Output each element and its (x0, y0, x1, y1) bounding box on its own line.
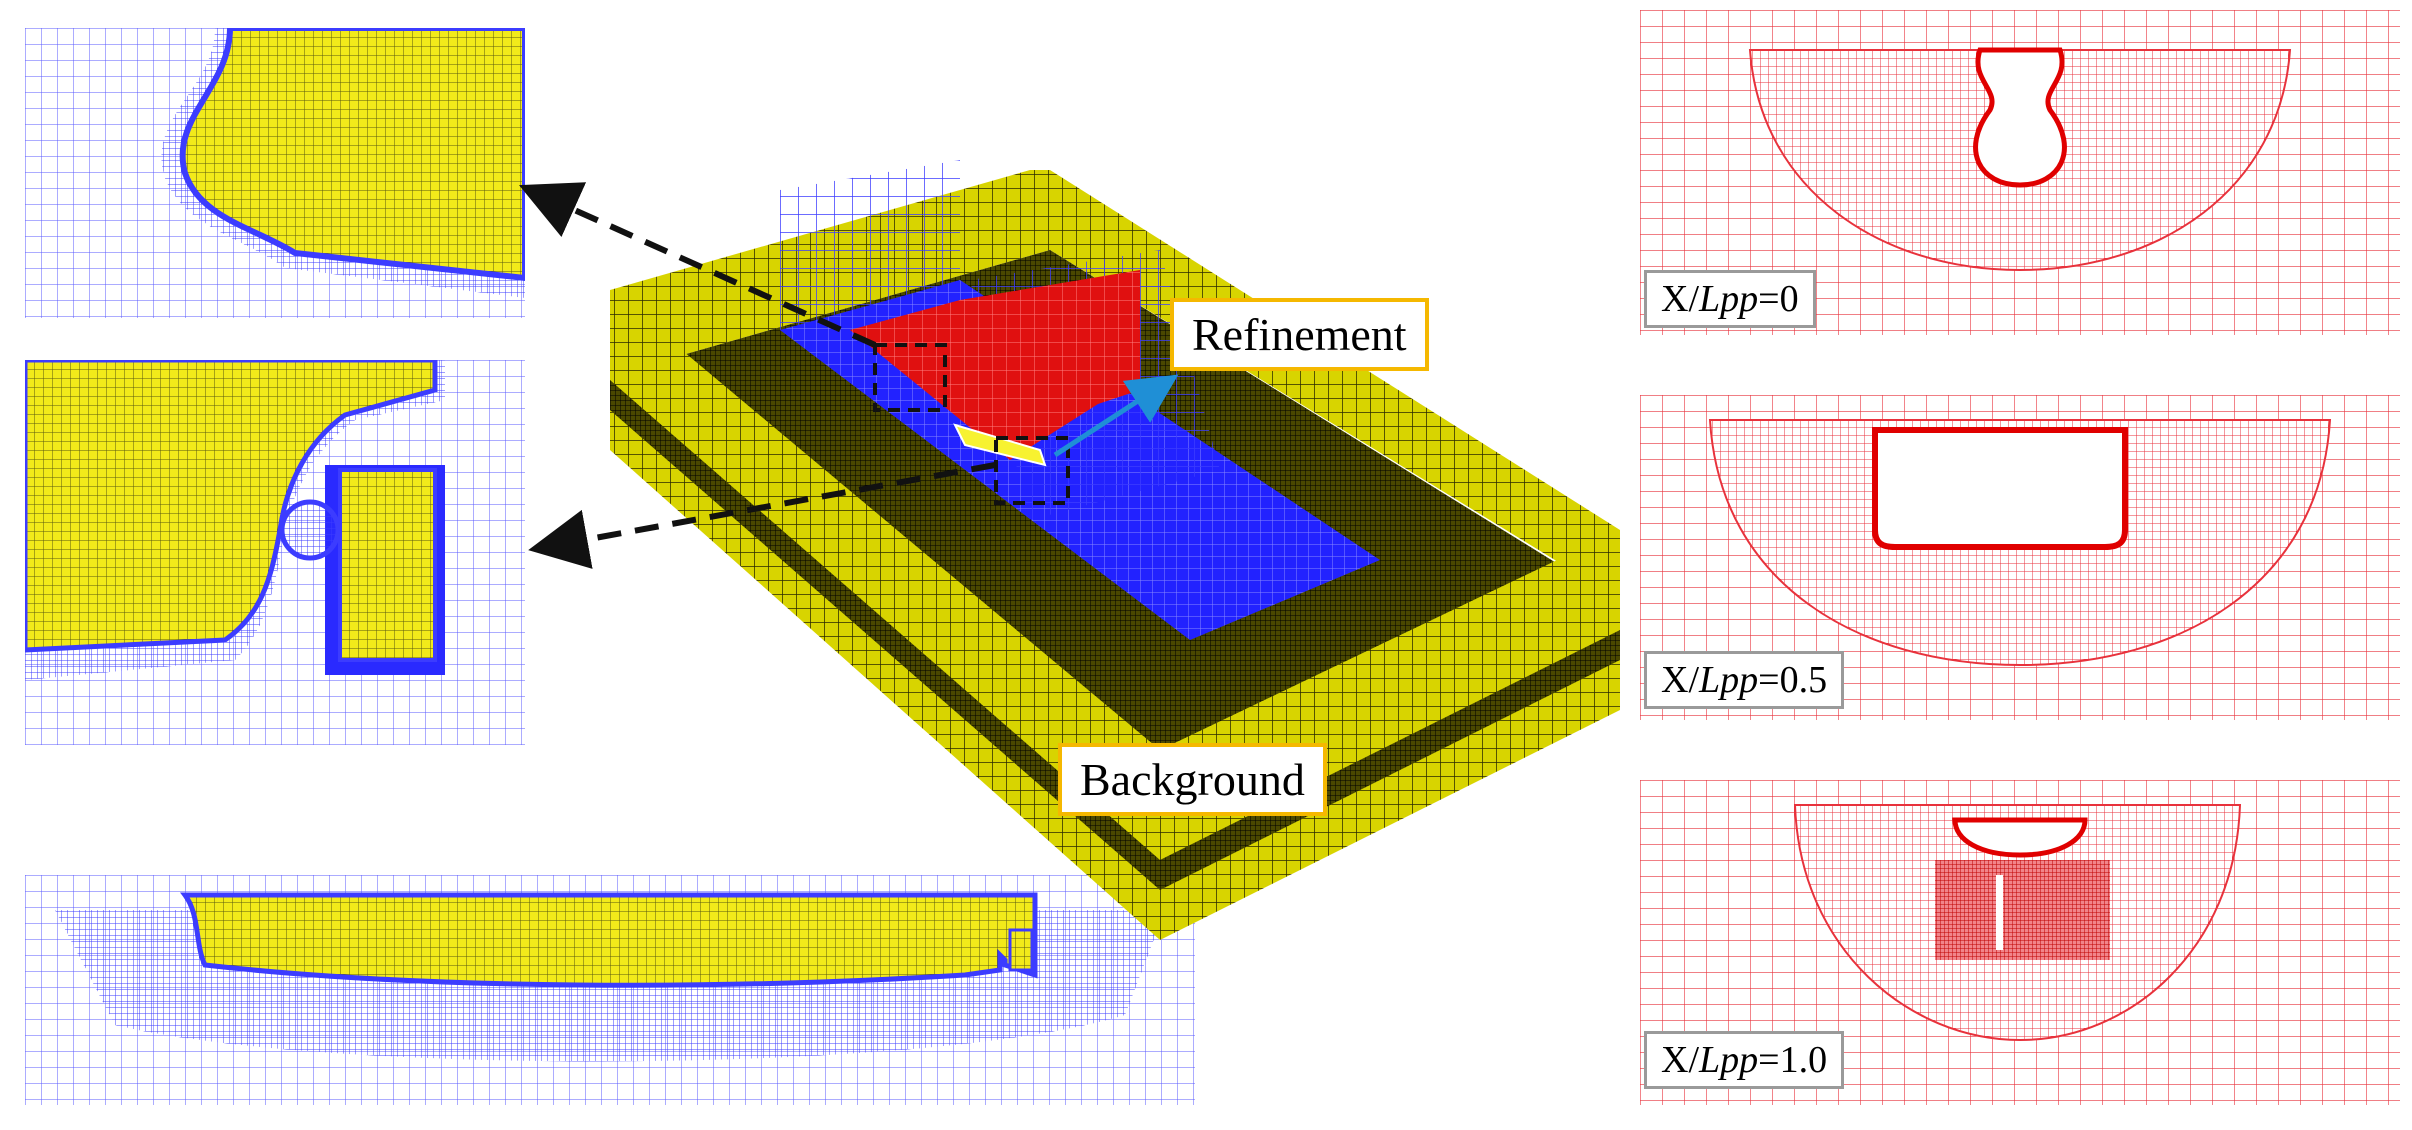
refinement-label: Refinement (1170, 298, 1429, 371)
bow-closeup-panel (25, 28, 525, 318)
section-label-x10: X/Lpp=1.0 (1644, 1031, 1845, 1089)
background-domain-3d-panel (600, 160, 1630, 940)
section-panel-x0: X/Lpp=0 (1640, 10, 2400, 335)
section-panel-x10: X/Lpp=1.0 (1640, 780, 2400, 1105)
section-panel-x05: X/Lpp=0.5 (1640, 395, 2400, 720)
stern-highlight-box (994, 436, 1070, 505)
stern-closeup-panel (25, 360, 525, 745)
hull-side-view-panel (25, 875, 1195, 1105)
background-label: Background (1058, 743, 1327, 816)
section-label-x05: X/Lpp=0.5 (1644, 651, 1845, 709)
section-label-x0: X/Lpp=0 (1644, 270, 1816, 328)
bow-highlight-box (873, 343, 947, 412)
